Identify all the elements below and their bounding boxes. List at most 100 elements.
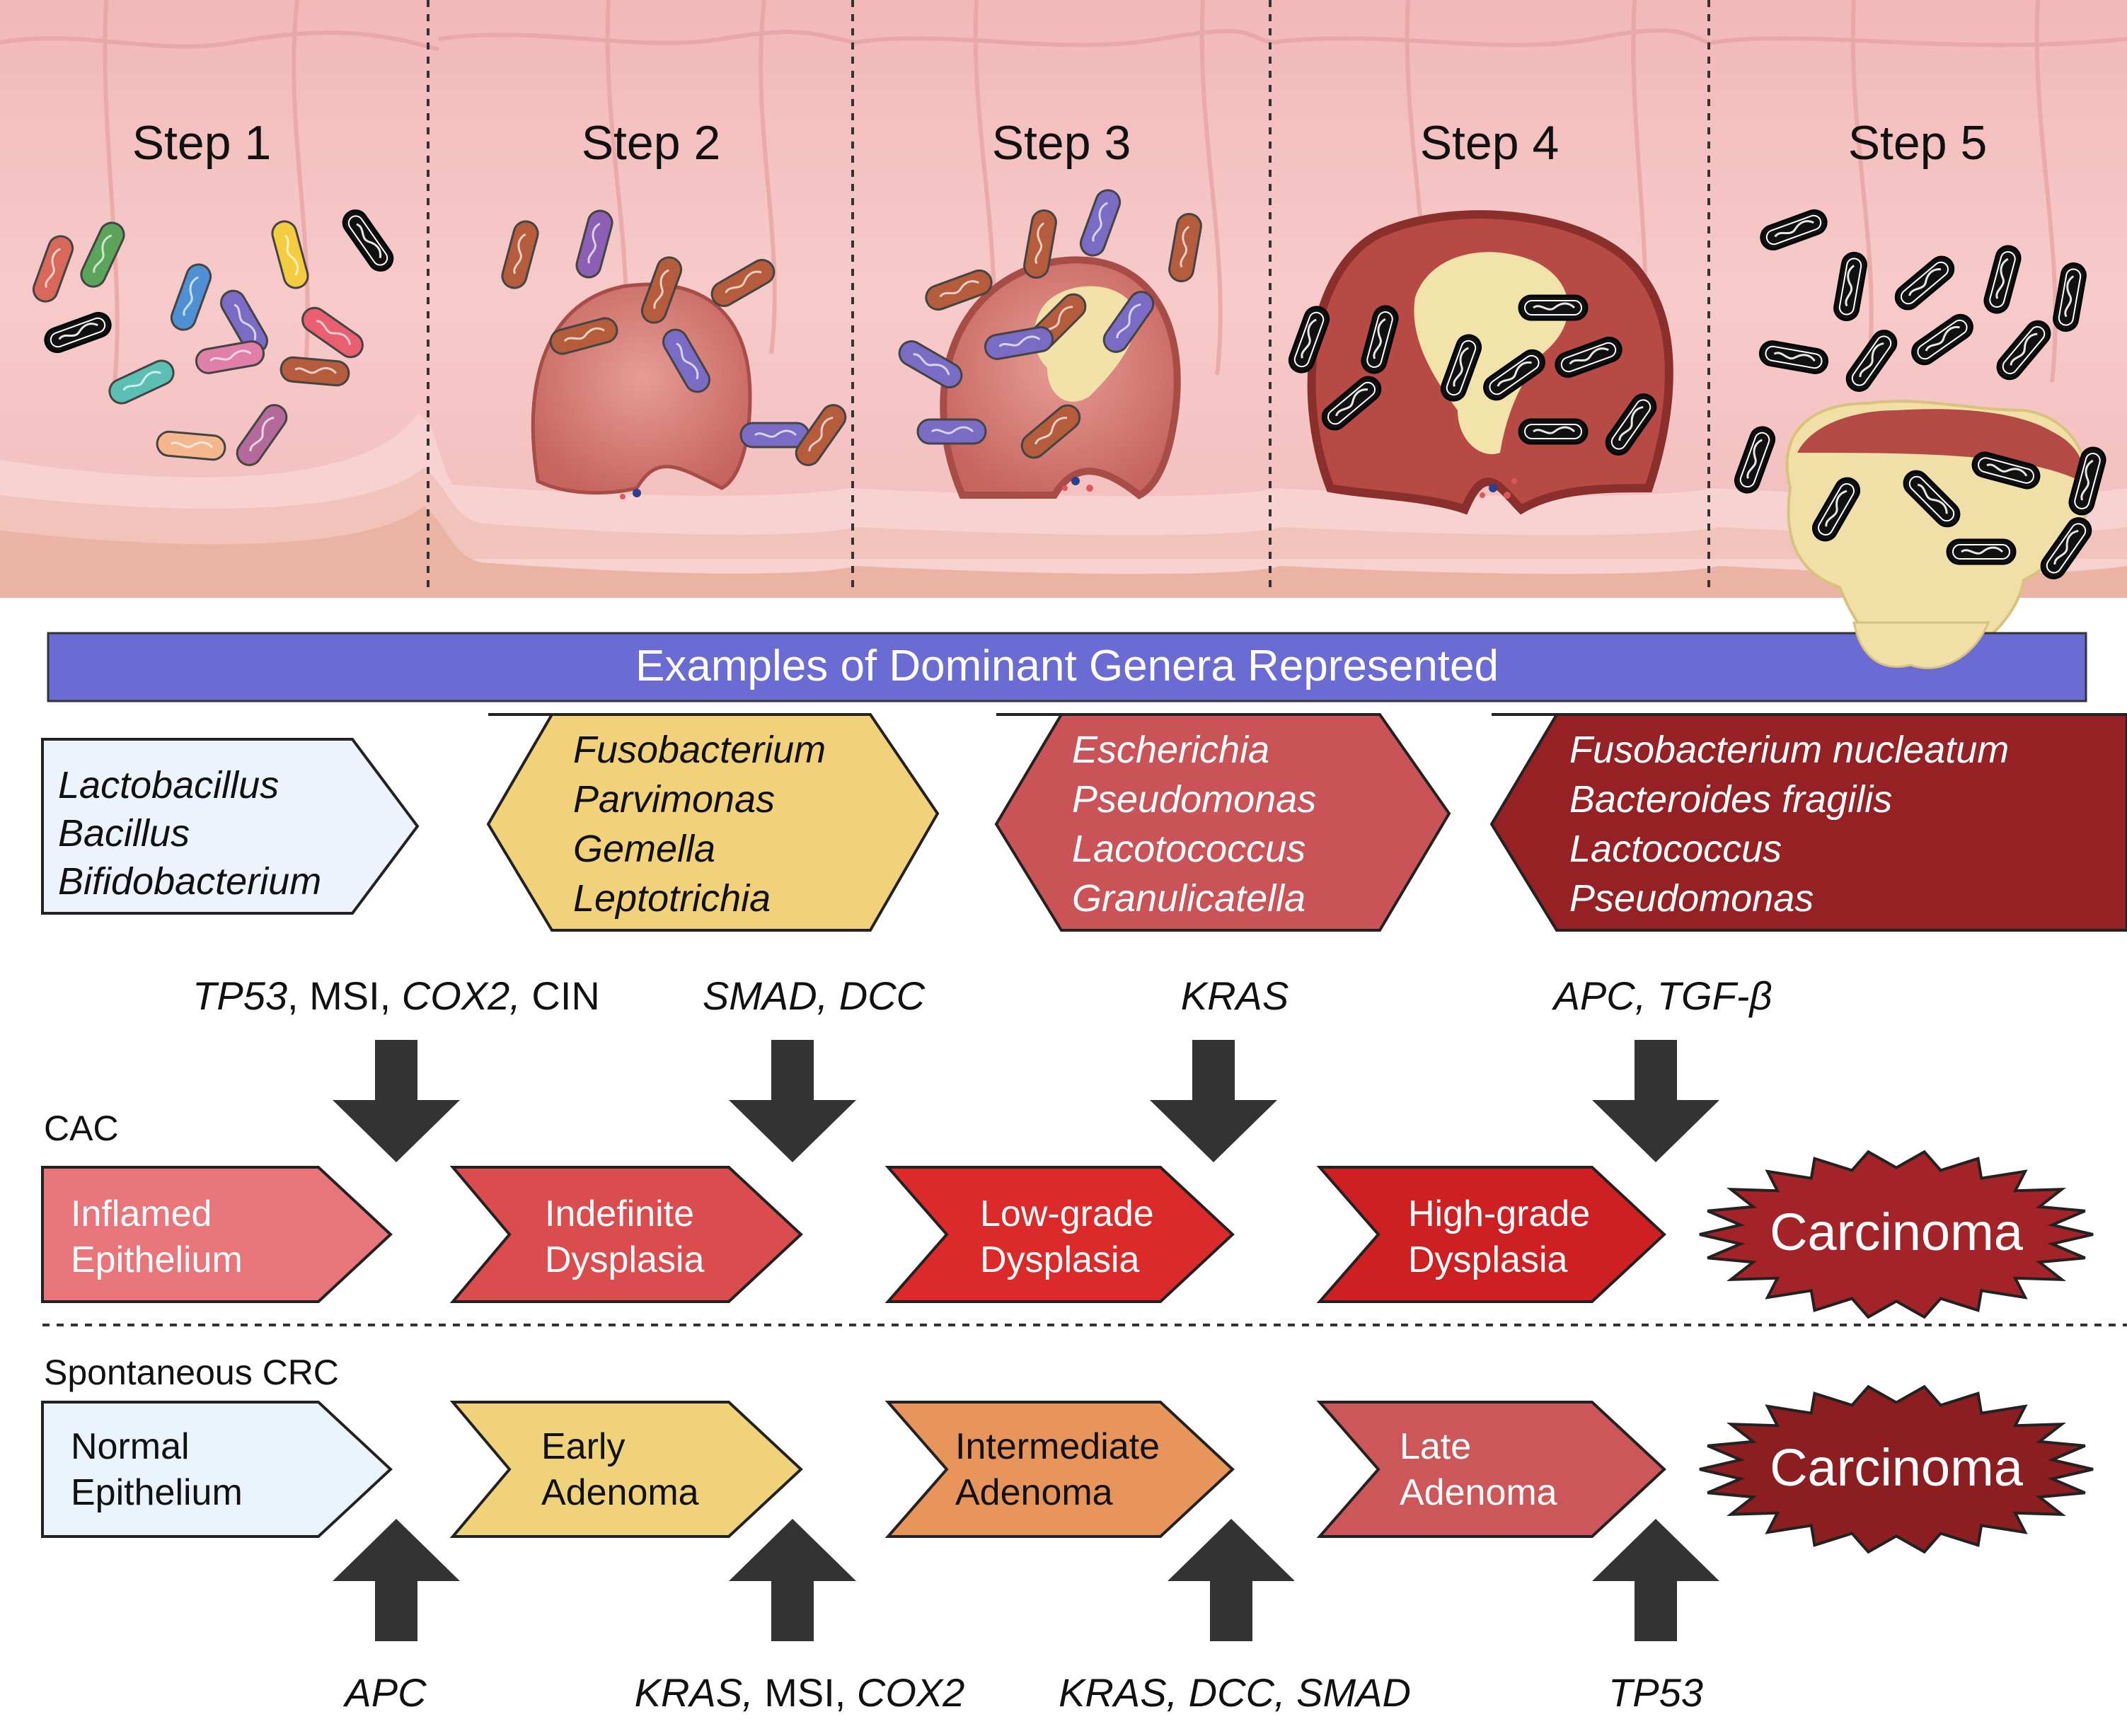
stage-label: Epithelium [71, 1239, 243, 1280]
bacterium-icon [1440, 334, 1482, 402]
cac-down-arrows [333, 1040, 1719, 1162]
mutation-text: APC, TGF-β [1552, 973, 1772, 1018]
stage-indefinite-dysplasia [449, 1166, 803, 1303]
bacterium-icon [342, 209, 394, 272]
stage-label: Dysplasia [545, 1239, 704, 1280]
mutation-text: TP53 [1608, 1670, 1703, 1715]
up-arrow-icon [1168, 1519, 1295, 1641]
mutation-text: KRAS, DCC, SMAD [1059, 1670, 1411, 1715]
colon-tissue-illustration: Step 1 Step 2 Step 3 Step 4 Step 5 [0, 0, 2127, 664]
mutation-label: KRAS [1181, 973, 1289, 1018]
cac-stages: Inflamed Epithelium Indefinite Dysplasia… [41, 1166, 1666, 1303]
bacterium-icon [44, 311, 112, 354]
genus-name: Fusobacterium nucleatum [1569, 729, 2009, 771]
step-label: Step 5 [1848, 116, 1988, 170]
bacterium-icon [1483, 349, 1545, 401]
mutation-label: TP53, MSI, COX2, CIN [192, 973, 600, 1018]
stage-early-adenoma [449, 1401, 803, 1538]
bacterium-icon [984, 326, 1054, 360]
bacterium-icon [2053, 262, 2087, 332]
bacterium-icon [916, 418, 987, 445]
bacterium-icon [898, 340, 963, 388]
starburst-icon [1699, 1150, 2094, 1319]
down-arrow-icon [729, 1040, 856, 1162]
bacterium-icon [1996, 320, 2051, 381]
mutation-label: KRAS, DCC, SMAD [1059, 1670, 1411, 1715]
bacterium-icon [1911, 313, 1973, 366]
crc-up-arrows [333, 1519, 1719, 1641]
bacterium-icon [1020, 404, 1081, 459]
bacterium-icon [1079, 189, 1122, 257]
stage-label: Indefinite [545, 1193, 694, 1234]
mutation-text: TP53 [192, 973, 287, 1018]
bacterium-icon [549, 317, 618, 355]
bacterium-icon [739, 422, 810, 449]
genus-name: Pseudomonas [1569, 877, 1814, 920]
bacterium-icon [80, 221, 125, 288]
step-label: Step 3 [992, 116, 1131, 170]
tumor-overhang [1852, 621, 1990, 669]
genus-name: Bifidobacterium [58, 860, 321, 903]
mutation-text: KRAS, [635, 1670, 754, 1715]
stage-label: High-grade [1408, 1193, 1590, 1234]
bacterium-icon [1288, 306, 1330, 374]
bacterium-icon [156, 430, 226, 461]
genus-name: Lactococcus [1569, 828, 1782, 870]
bacterium-icon [1361, 305, 1399, 374]
genus-name: Parvimonas [573, 778, 775, 821]
mutation-text: CIN [521, 973, 600, 1018]
stage-high-grade-dysplasia [1316, 1166, 1666, 1303]
stage-label: Epithelium [71, 1472, 243, 1513]
bacterium-icon [236, 404, 288, 466]
bacterium-icon [170, 263, 212, 331]
crc-stages: Normal Epithelium Early Adenoma Intermed… [41, 1401, 1666, 1538]
stage-label: Dysplasia [1408, 1239, 1567, 1280]
stage-late-adenoma [1316, 1401, 1666, 1538]
down-arrow-icon [1150, 1040, 1277, 1162]
submucosa-layer [0, 467, 2127, 559]
bacterium-icon [1734, 426, 1776, 494]
bacterium-icon [195, 340, 265, 374]
step-label: Step 2 [582, 116, 721, 170]
mutation-text: KRAS [1181, 973, 1289, 1018]
stage-label: Dysplasia [980, 1239, 1139, 1280]
step-label: Step 4 [1420, 116, 1560, 170]
bacterium-icon [1971, 451, 2041, 490]
carcinoma-label: Carcinoma [1770, 1203, 2024, 1261]
stage-label: Adenoma [541, 1472, 699, 1513]
bacterium-icon [279, 356, 350, 387]
bacterium-icon [1518, 294, 1589, 321]
genus-name: Bacillus [58, 812, 190, 855]
bacterium-icon [1894, 255, 1955, 311]
bacterium-icon [1168, 212, 1202, 283]
bacterium-icon [1023, 209, 1057, 279]
bacterium-icon [640, 256, 683, 324]
stage-label: Early [541, 1426, 625, 1467]
genus-name: Fusobacterium [573, 729, 826, 771]
bacterium-icon [1833, 251, 1867, 322]
up-arrow-icon [333, 1519, 460, 1641]
bacterium-icon [710, 259, 776, 307]
genera-row: Lactobacillus Bacillus Bifidobacterium F… [41, 713, 2127, 932]
down-arrow-icon [333, 1040, 460, 1162]
bacterium-icon [575, 209, 613, 279]
genera-banner [47, 632, 2087, 702]
genera-box-4 [1489, 713, 2127, 932]
stage-label: Adenoma [955, 1472, 1113, 1513]
genus-name: Pseudomonas [1072, 778, 1316, 821]
genus-name: Leptotrichia [573, 877, 771, 920]
mutation-text: COX2, [402, 973, 521, 1018]
genera-box-2 [486, 713, 940, 932]
stage-label: Normal [71, 1426, 190, 1467]
stage-label: Adenoma [1400, 1472, 1557, 1513]
mutation-text: APC [342, 1670, 427, 1715]
bacterium-icon [2068, 446, 2106, 516]
bacterium-icon [271, 220, 309, 289]
bacterium-icon [662, 328, 710, 393]
cac-mutations: TP53, MSI, COX2, CIN SMAD, DCC KRAS APC,… [192, 973, 1772, 1018]
starburst-icon [1699, 1384, 2094, 1554]
mutation-text: SMAD, DCC [703, 973, 926, 1018]
genus-name: Gemella [573, 828, 715, 870]
mutation-text: MSI, [754, 1670, 857, 1715]
